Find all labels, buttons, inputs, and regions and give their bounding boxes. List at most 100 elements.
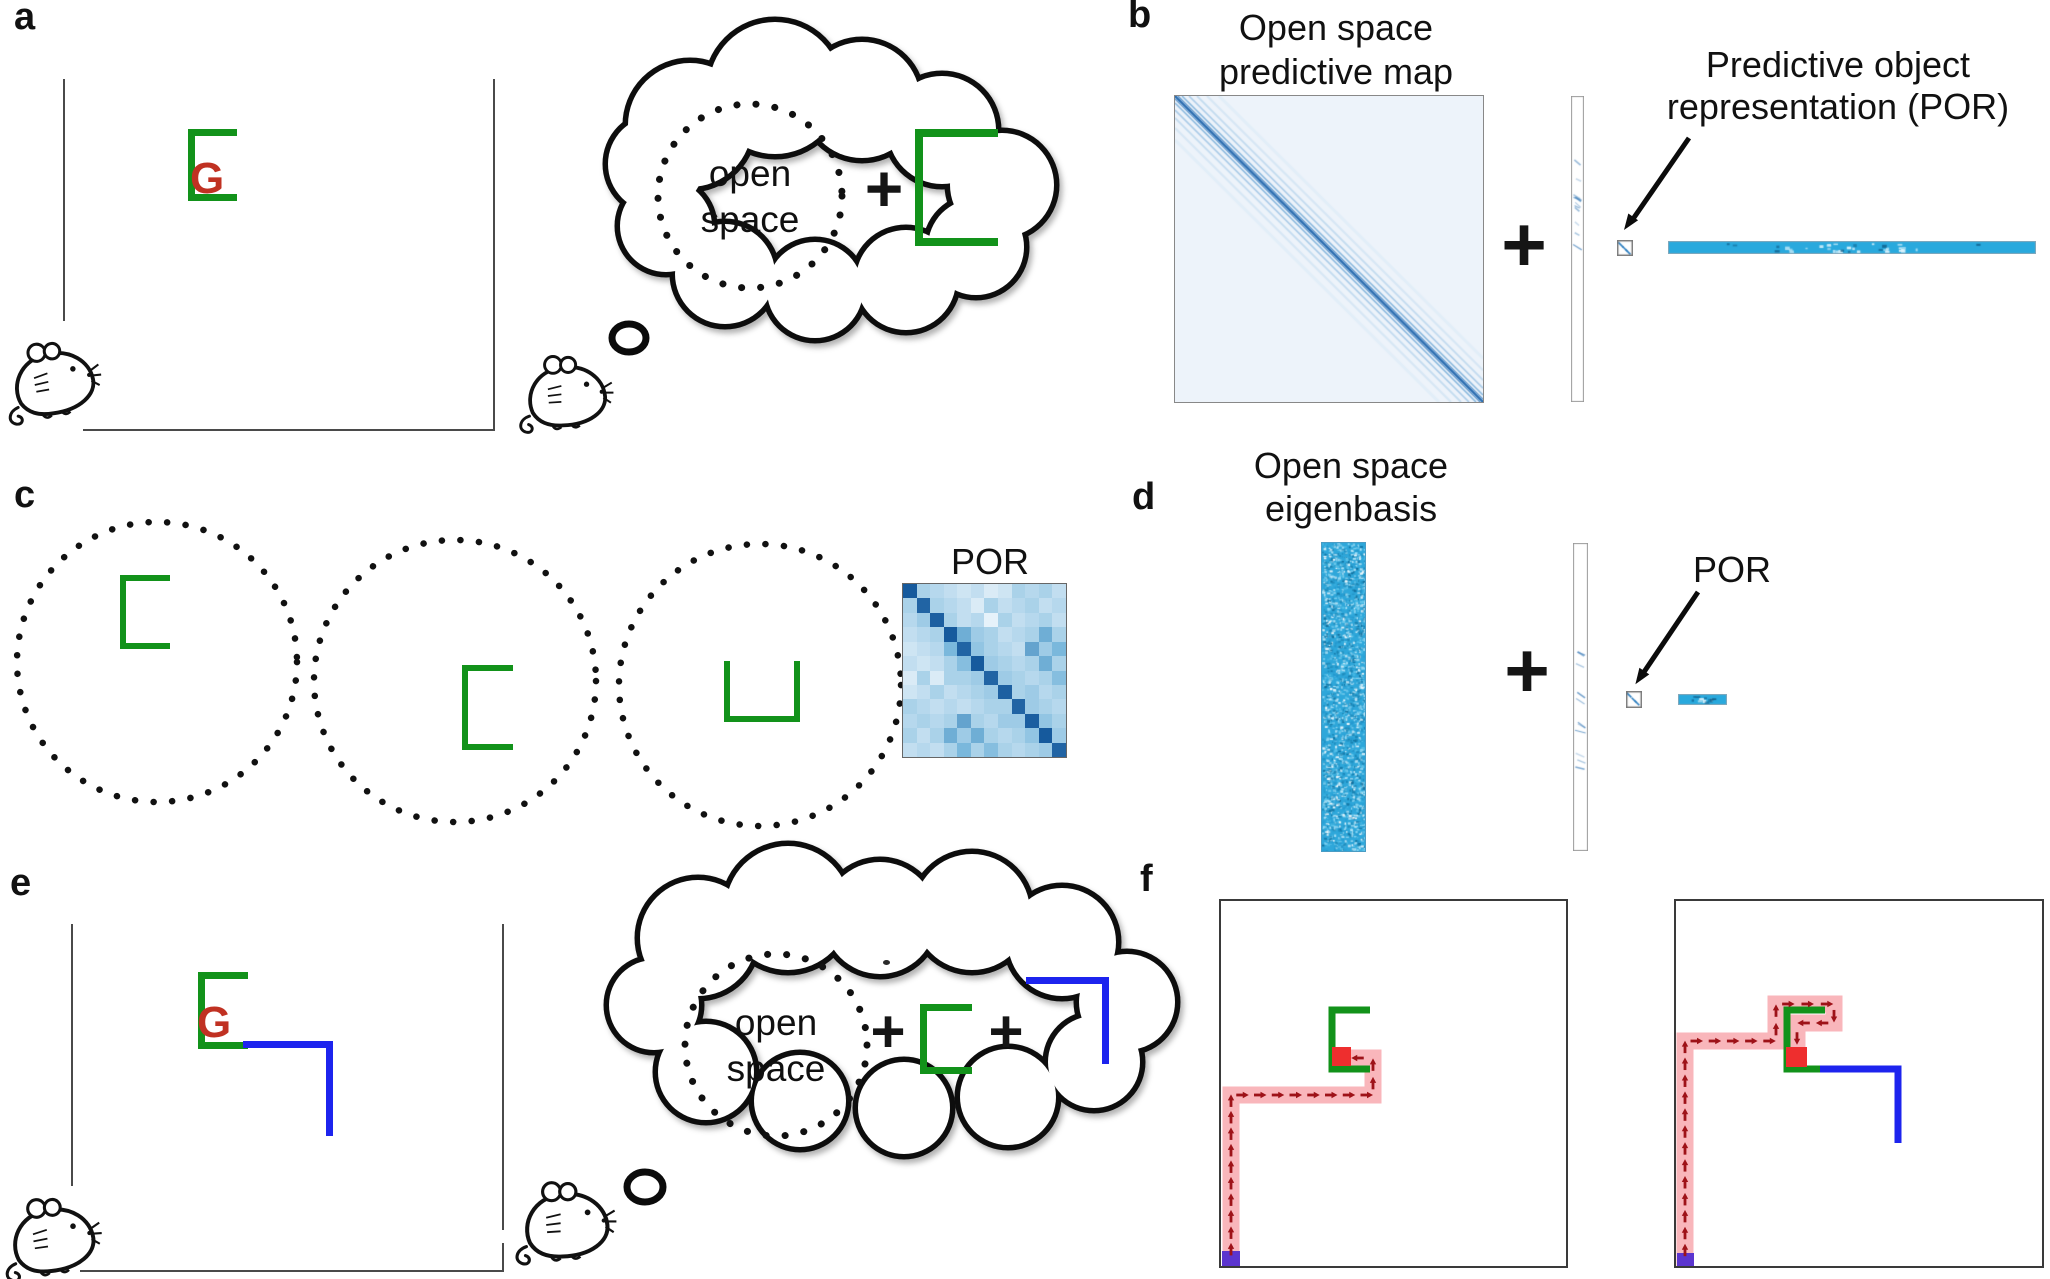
heatmap-cell: [998, 742, 1012, 757]
heatmap-cell: [970, 670, 985, 685]
heatmap-cell: [984, 742, 999, 757]
heatmap-cell: [903, 598, 917, 613]
heatmap-cell: [1052, 641, 1066, 657]
heatmap-cell: [903, 612, 917, 628]
green-object-e: [198, 972, 248, 1049]
heatmap-cell: [1052, 684, 1066, 700]
heatmap-cell: [943, 584, 958, 599]
heatmap-cell: [998, 728, 1012, 743]
heatmap-cell: [903, 670, 917, 685]
heatmap-cell: [943, 684, 958, 700]
heatmap-cell: [1025, 728, 1039, 743]
heatmap-cell: [998, 627, 1012, 642]
heatmap-cell: [916, 612, 931, 628]
trajectory-plot-f1: [1222, 1006, 1382, 1266]
mouse-illustration-e-right: [517, 1183, 616, 1264]
heatmap-cell: [1025, 699, 1039, 714]
heatmap-cell: [1025, 627, 1039, 642]
por-small-square-d: [1626, 691, 1642, 708]
heatmap-cell: [984, 627, 999, 642]
heatmap-cell: [1038, 612, 1053, 628]
por-arrow-d: [1635, 590, 1701, 685]
heatmap-cell: [984, 684, 999, 700]
heatmap-cell: [1052, 713, 1066, 729]
heatmap-cell: [970, 641, 985, 657]
heatmap-cell: [943, 627, 958, 642]
arena-a-left-wall: [63, 79, 65, 321]
heatmap-cell: [943, 699, 958, 714]
plus-sign-b: +: [1501, 200, 1547, 288]
heatmap-cell: [1052, 612, 1066, 628]
heatmap-cell: [903, 742, 917, 757]
heatmap-cell: [1038, 713, 1053, 729]
heatmap-cell: [916, 713, 931, 729]
arena-a-right-wall: [493, 79, 495, 431]
heatmap-cell: [930, 612, 944, 628]
heatmap-cell: [984, 656, 999, 671]
dotted-circle-c2: [310, 536, 600, 826]
heatmap-cell: [957, 598, 971, 613]
heatmap-cell: [957, 627, 971, 642]
heatmap-cell: [957, 699, 971, 714]
heatmap-cell: [970, 598, 985, 613]
heatmap-cell: [970, 627, 985, 642]
por-long-bar-b: [1668, 241, 2036, 254]
heatmap-cell: [943, 742, 958, 757]
por-heatmap: [902, 583, 1067, 758]
heatmap-cell: [916, 742, 931, 757]
heatmap-cell: [1025, 684, 1039, 700]
heatmap-cell: [998, 612, 1012, 628]
por-small-square-b: [1617, 240, 1633, 256]
heatmap-cell: [998, 699, 1012, 714]
thought-cloud-e: [603, 840, 1181, 1160]
arena-e-left-wall: [71, 924, 73, 1186]
bubble-speck-e: [883, 960, 890, 965]
heatmap-cell: [930, 728, 944, 743]
heatmap-cell: [1038, 670, 1053, 685]
plus-sign-e1: +: [870, 998, 906, 1065]
heatmap-cell: [984, 699, 999, 714]
heatmap-cell: [957, 584, 971, 599]
simulation-arena-f1: [1219, 899, 1568, 1268]
heatmap-cell: [943, 598, 958, 613]
heatmap-cell: [930, 742, 944, 757]
dotted-circle-c1: [13, 518, 301, 806]
por-label-c: POR: [950, 541, 1029, 582]
heatmap-cell: [1025, 598, 1039, 613]
heatmap-cell: [916, 656, 931, 671]
heatmap-cell: [916, 728, 931, 743]
heatmap-cell: [1038, 742, 1053, 757]
heatmap-cell: [998, 641, 1012, 657]
heatmap-cell: [970, 699, 985, 714]
blue-object-e: [243, 1041, 333, 1136]
heatmap-cell: [1011, 670, 1026, 685]
heatmap-cell: [998, 670, 1012, 685]
por-arrow-b: [1624, 136, 1692, 230]
panel-label-b: b: [1128, 0, 1152, 36]
heatmap-cell: [916, 627, 931, 642]
heatmap-cell: [998, 584, 1012, 599]
heatmap-cell: [930, 641, 944, 657]
heatmap-cell: [1052, 699, 1066, 714]
por-label-d: POR: [1692, 549, 1771, 590]
heatmap-cell: [984, 728, 999, 743]
open-space-eigenbasis-strip: [1321, 542, 1366, 852]
heatmap-cell: [930, 670, 944, 685]
heatmap-cell: [1011, 598, 1026, 613]
heatmap-cell: [984, 612, 999, 628]
heatmap-cell: [930, 627, 944, 642]
heatmap-cell: [957, 641, 971, 657]
heatmap-cell: [957, 742, 971, 757]
heatmap-cell: [916, 598, 931, 613]
simulation-arena-f2: [1674, 899, 2044, 1268]
heatmap-cell: [1025, 612, 1039, 628]
heatmap-cell: [943, 641, 958, 657]
heatmap-cell: [970, 656, 985, 671]
heatmap-cell: [1011, 713, 1026, 729]
heatmap-cell: [903, 641, 917, 657]
heatmap-cell: [957, 728, 971, 743]
heatmap-cell: [1052, 728, 1066, 743]
open-space-text-a: open space: [700, 153, 800, 240]
green-object-c1: [120, 575, 170, 649]
panel-b-title: Open space predictive map: [1218, 7, 1454, 92]
